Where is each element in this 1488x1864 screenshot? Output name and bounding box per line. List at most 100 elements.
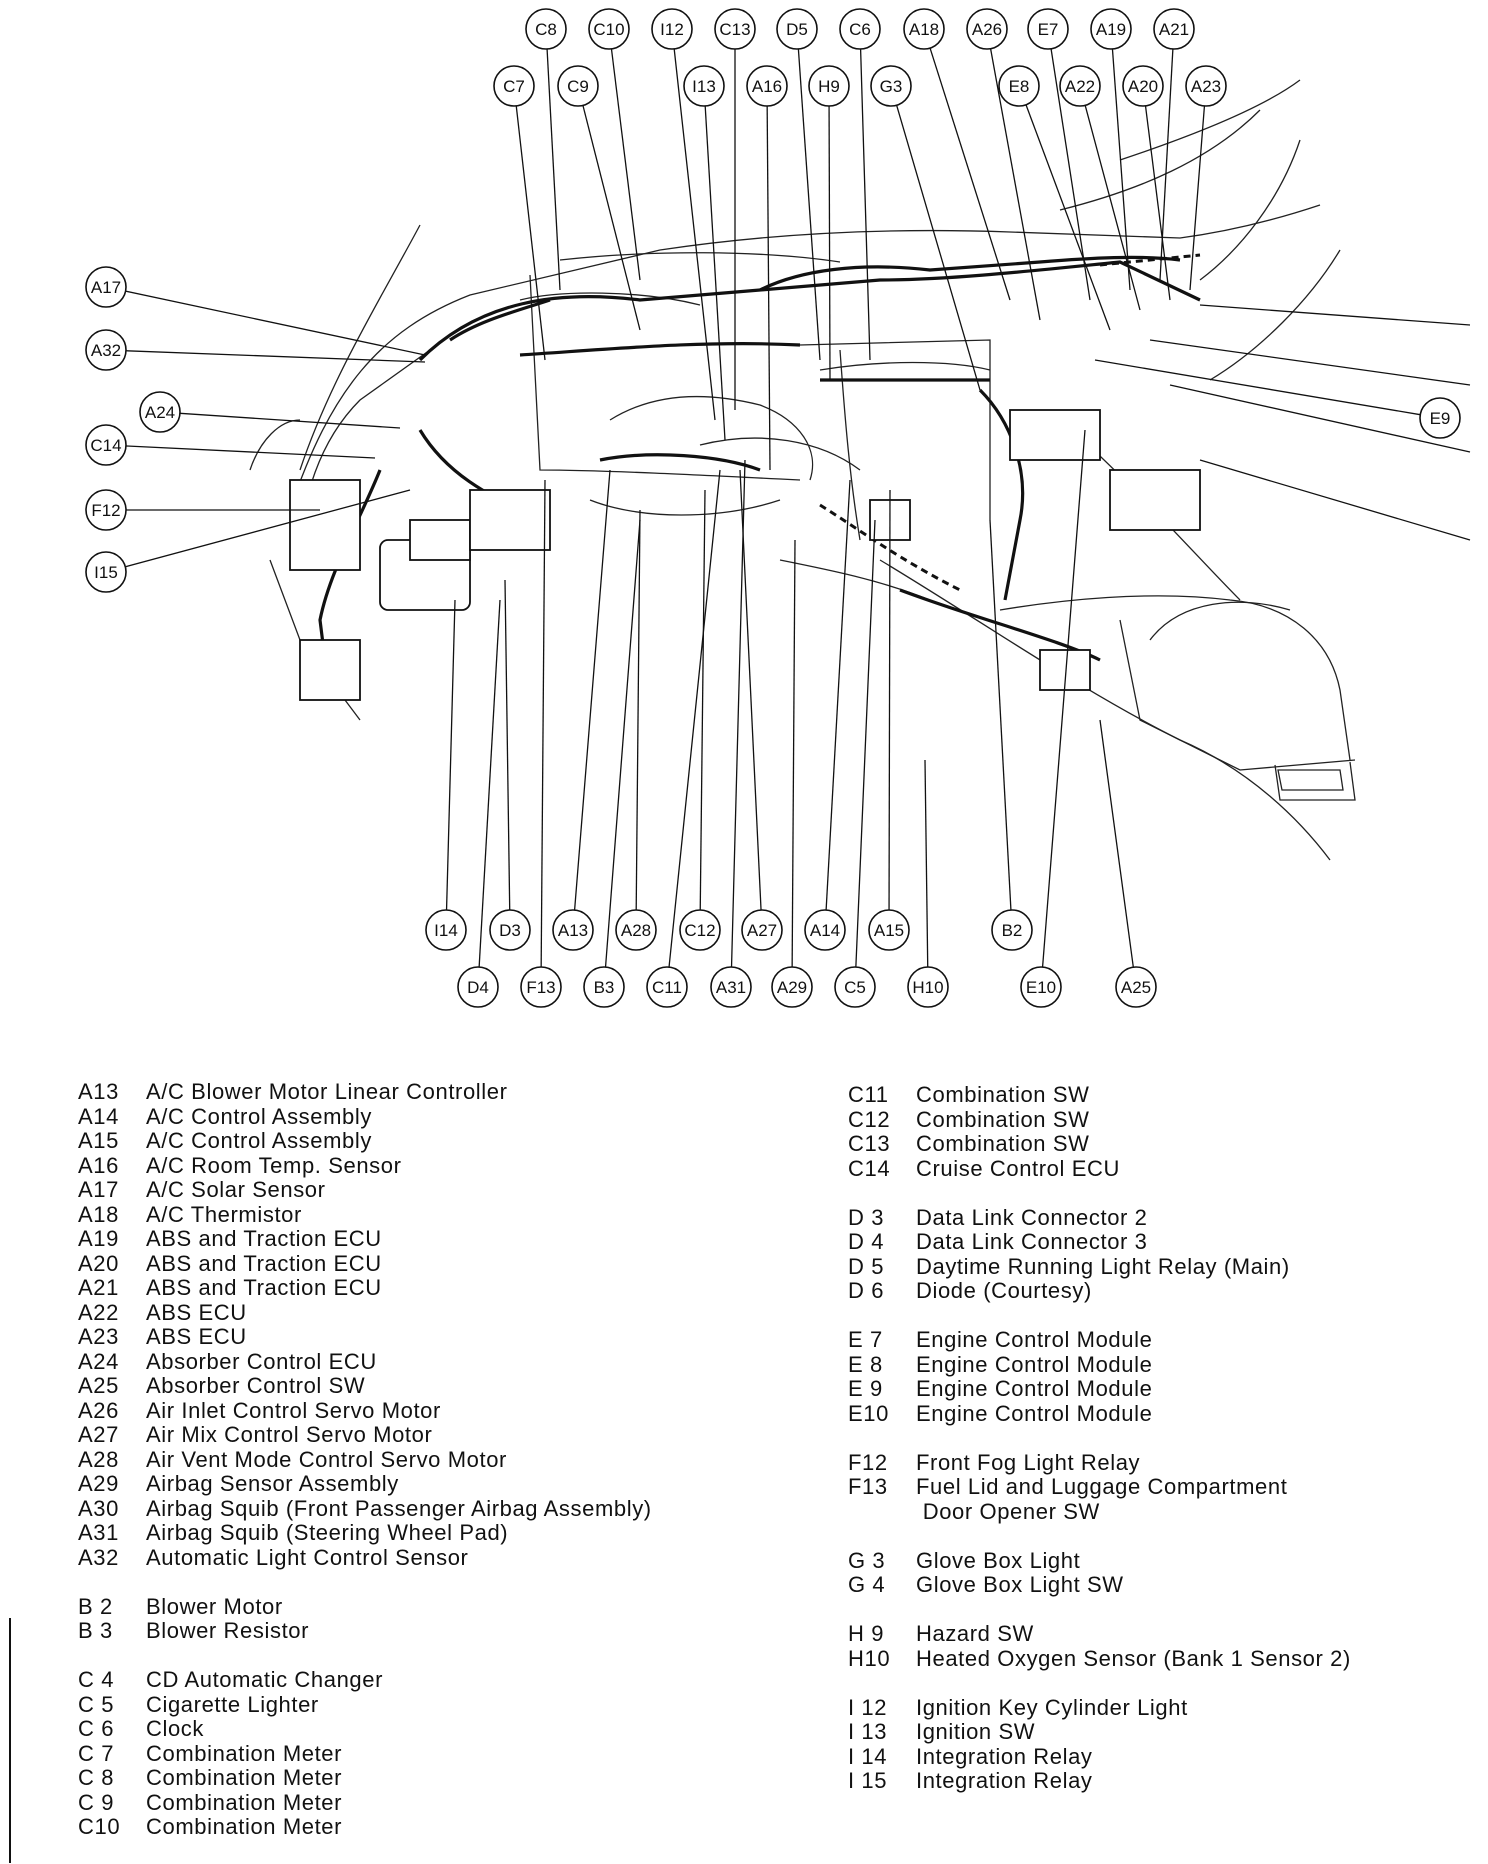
callout-circle xyxy=(646,966,688,1008)
legend-name: ABS and Traction ECU xyxy=(146,1250,382,1276)
legend-code: C12 xyxy=(848,1106,891,1132)
callout-circle xyxy=(1027,8,1069,50)
leader-line xyxy=(989,48,1041,321)
legend-code: H 9 xyxy=(848,1621,885,1646)
leader-line xyxy=(1041,429,1086,968)
legend-code: H10 xyxy=(848,1645,891,1671)
callout-circle xyxy=(714,8,756,50)
leader-line xyxy=(704,105,726,441)
legend-name: Integration Relay xyxy=(916,1768,1093,1793)
legend-name: Data Link Connector 3 xyxy=(916,1229,1148,1254)
legend-name: A/C Blower Motor Linear Controller xyxy=(146,1079,508,1104)
leader-line xyxy=(1111,48,1131,291)
legend-name: Data Link Connector 2 xyxy=(916,1204,1148,1230)
leader-line xyxy=(1149,339,1471,386)
callout-circle xyxy=(557,65,599,107)
callout-a17: A17 xyxy=(85,266,426,356)
legend-name: Air Vent Mode Control Servo Motor xyxy=(146,1446,507,1472)
callout-h9: H9 xyxy=(808,65,850,381)
legend-name: Front Fog Light Relay xyxy=(916,1449,1141,1475)
callout-d5: D5 xyxy=(776,8,821,361)
callout-label: C12 xyxy=(684,921,715,940)
legend-code: G 3 xyxy=(848,1547,886,1573)
legend-code: C 9 xyxy=(78,1789,115,1815)
leader-line xyxy=(888,489,891,911)
legend-entry: Door Opener SW xyxy=(848,1499,1351,1525)
callout-label: A27 xyxy=(747,921,777,940)
legend-code: I 12 xyxy=(848,1694,888,1720)
callout-label: C11 xyxy=(652,978,682,997)
callout-label: A16 xyxy=(752,77,782,96)
legend-name: Blower Resistor xyxy=(146,1618,310,1643)
callout-label: A31 xyxy=(716,978,746,997)
callout-label: A21 xyxy=(1159,20,1189,39)
callout-label: I12 xyxy=(660,20,684,39)
callout-label: A29 xyxy=(777,978,807,997)
callout-label: C5 xyxy=(844,978,866,997)
callout-c12: C12 xyxy=(679,489,721,951)
callout-a29: A29 xyxy=(771,539,813,1008)
legend-code: D 5 xyxy=(848,1253,885,1279)
callout-circle xyxy=(583,966,625,1008)
leader-line xyxy=(125,489,411,568)
legend-code: A21 xyxy=(78,1275,119,1300)
legend-code: I 13 xyxy=(848,1719,888,1744)
callout-a21: A21 xyxy=(1153,8,1195,281)
callout-a32: A32 xyxy=(85,329,426,371)
legend-code: C13 xyxy=(848,1131,891,1156)
legend-code: A22 xyxy=(78,1299,119,1325)
callout-label: C7 xyxy=(503,77,525,96)
legend-name: Clock xyxy=(146,1716,205,1741)
callout-label: D5 xyxy=(786,20,808,39)
callout-circle xyxy=(85,489,127,531)
legend-code: C 7 xyxy=(78,1740,115,1766)
leader-line xyxy=(1189,105,1206,291)
callout-circle xyxy=(746,65,788,107)
leader-line xyxy=(125,350,426,363)
legend-code: A14 xyxy=(78,1103,119,1129)
legend-name: Airbag Squib (Front Passenger Airbag Ass… xyxy=(146,1495,652,1521)
legend-name: Blower Motor xyxy=(146,1593,283,1619)
legend-name: Combination Meter xyxy=(146,1765,343,1790)
callout-label: A26 xyxy=(972,20,1002,39)
legend-name: Absorber Control ECU xyxy=(146,1348,377,1374)
callout-label: C8 xyxy=(535,20,557,39)
callout-circle xyxy=(741,909,783,951)
leader-line xyxy=(546,48,561,291)
callout-circle xyxy=(588,8,630,50)
callout-a14: A14 xyxy=(804,479,851,951)
legend-name: Engine Control Module xyxy=(916,1327,1153,1352)
callout-i13: I13 xyxy=(683,65,726,441)
legend-name: Airbag Sensor Assembly xyxy=(146,1471,399,1496)
legend-name: A/C Thermistor xyxy=(146,1201,302,1227)
callout-d4: D4 xyxy=(457,599,501,1008)
callout-label: A24 xyxy=(145,403,175,422)
leader-line xyxy=(859,48,871,361)
callout-a15: A15 xyxy=(868,489,910,951)
wire-harness-dashed xyxy=(819,253,1201,592)
leader-line xyxy=(668,469,721,968)
callout-c8: C8 xyxy=(525,8,567,291)
callout-label: E10 xyxy=(1026,978,1056,997)
legend-name: Engine Control Module xyxy=(916,1376,1153,1401)
callout-circle xyxy=(525,8,567,50)
legend-name: Airbag Squib (Steering Wheel Pad) xyxy=(146,1520,509,1545)
legend-code: C 4 xyxy=(78,1667,115,1692)
callout-label: A22 xyxy=(1065,77,1095,96)
leader-line xyxy=(989,519,1012,911)
legend-code: A16 xyxy=(78,1152,119,1178)
callout-i15: I15 xyxy=(85,489,411,593)
leader-line xyxy=(828,105,831,381)
legend-code: C 5 xyxy=(78,1691,115,1717)
leader-line xyxy=(929,47,1011,301)
